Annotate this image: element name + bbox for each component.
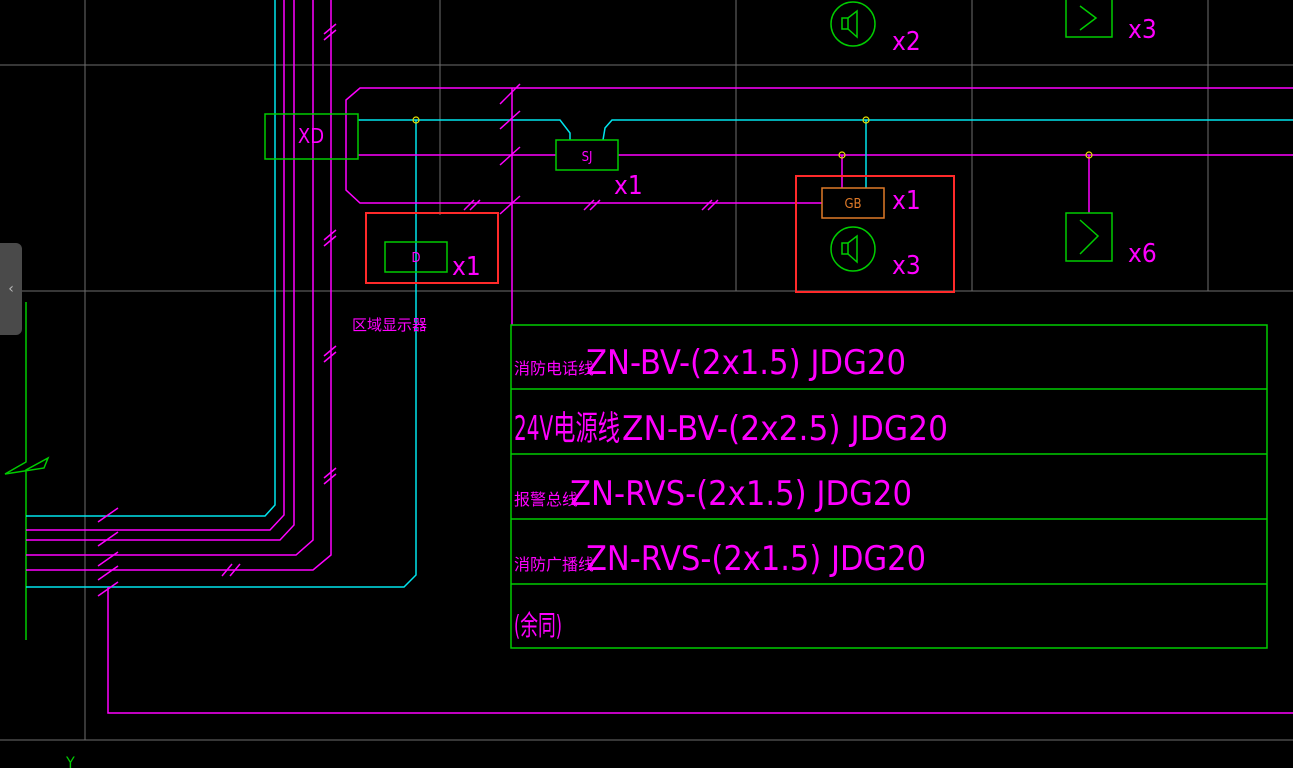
xd-device[interactable]: XD (264, 113, 359, 160)
grid-lines (0, 0, 1293, 741)
break-line (4, 302, 50, 640)
legend-row: (余同) (514, 609, 562, 642)
legend-row-spec: ZN-RVS-(2x1.5) JDG20 (570, 474, 912, 514)
sj-device[interactable]: SJ x1 (555, 139, 643, 201)
legend-row-prefix: 消防广播线 (514, 555, 594, 574)
module-top[interactable]: x3 (1065, 0, 1157, 45)
feeder-lines (345, 87, 1293, 325)
legend-row-prefix: 报警总线 (514, 490, 578, 509)
gb-count: x1 (892, 186, 921, 216)
legend-row: 24V电源线 ZN-BV-(2x2.5) JDG20 (514, 409, 948, 449)
d-count: x1 (452, 252, 481, 282)
d-label: D (411, 251, 420, 266)
module-top-count: x3 (1128, 15, 1157, 45)
gb-speaker-group[interactable]: GB x1 x3 (795, 175, 955, 293)
legend-row-prefix: 24V电源线 (514, 409, 620, 449)
junction-dots (412, 116, 1093, 159)
axis-label-y: Y (65, 753, 75, 768)
speaker-top[interactable]: x2 (830, 1, 921, 57)
legend-table[interactable]: 消防电话线 ZN-BV-(2x1.5) JDG20 24V电源线 ZN-BV-(… (510, 324, 1268, 649)
legend-row: 消防广播线 ZN-RVS-(2x1.5) JDG20 (514, 539, 926, 579)
legend-row-spec: ZN-BV-(2x1.5) JDG20 (586, 343, 906, 383)
chevron-left-icon: ‹ (8, 281, 14, 297)
module-mid-count: x6 (1128, 239, 1157, 269)
module-icon (1065, 212, 1113, 262)
side-panel-toggle[interactable]: ‹ (0, 243, 22, 335)
sj-label: SJ (582, 150, 593, 165)
module-mid[interactable]: x6 (1065, 212, 1157, 269)
module-icon (1065, 0, 1113, 38)
gb-label: GB (844, 197, 861, 212)
riser-bundle (26, 0, 1293, 714)
sj-count: x1 (614, 171, 643, 201)
legend-row-spec: ZN-BV-(2x2.5) JDG20 (622, 409, 948, 449)
legend-row-spec: (余同) (514, 609, 562, 642)
speaker-mid-count: x3 (892, 251, 921, 281)
d-device[interactable]: D x1 (365, 212, 499, 284)
legend-row-prefix: 消防电话线 (514, 359, 594, 378)
speaker-icon (830, 226, 876, 272)
wire-tick-marks (97, 23, 719, 597)
xd-label: XD (298, 124, 324, 148)
d-caption: 区域显示器 (352, 316, 427, 334)
legend-row-spec: ZN-RVS-(2x1.5) JDG20 (586, 539, 926, 579)
legend-row: 报警总线 ZN-RVS-(2x1.5) JDG20 (514, 474, 912, 514)
legend-row: 消防电话线 ZN-BV-(2x1.5) JDG20 (514, 343, 906, 383)
speaker-icon (830, 1, 876, 47)
speaker-top-count: x2 (892, 27, 921, 57)
